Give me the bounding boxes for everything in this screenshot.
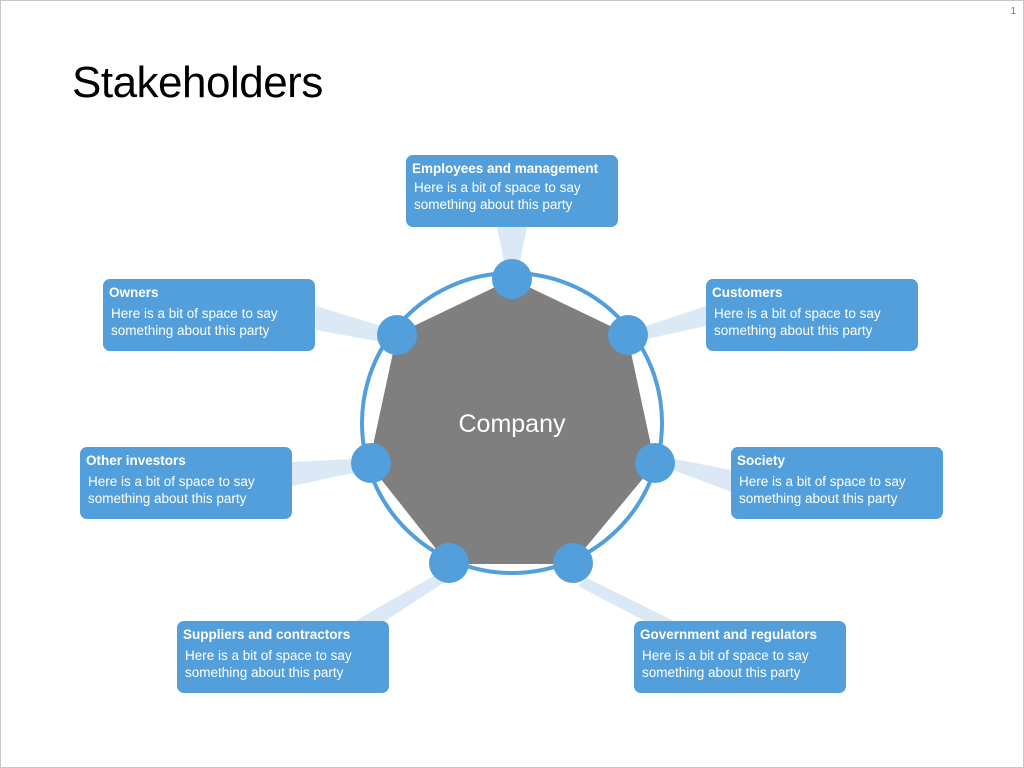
card-description: Here is a bit of space to say something …	[88, 474, 255, 506]
card-title: Employees and management	[412, 161, 599, 176]
stakeholder-card-customers: Customers Here is a bit of space to say …	[706, 279, 918, 351]
node-society	[635, 443, 675, 483]
stakeholder-card-government: Government and regulators Here is a bit …	[634, 621, 846, 693]
node-employees	[492, 259, 532, 299]
card-title: Suppliers and contractors	[183, 627, 351, 642]
connector-customers	[640, 306, 706, 340]
node-government	[553, 543, 593, 583]
stakeholder-card-owners: Owners Here is a bit of space to say som…	[103, 279, 315, 351]
node-other-investors	[351, 443, 391, 483]
stakeholder-card-other-investors: Other investors Here is a bit of space t…	[80, 447, 292, 519]
hub-label: Company	[459, 410, 566, 438]
stakeholder-card-society: Society Here is a bit of space to say so…	[731, 447, 943, 519]
card-description: Here is a bit of space to say something …	[739, 474, 906, 506]
connector-owners	[316, 306, 394, 344]
stakeholder-card-employees: Employees and management Here is a bit o…	[406, 155, 618, 227]
card-title: Owners	[109, 285, 159, 300]
node-owners	[377, 315, 417, 355]
card-title: Customers	[712, 285, 783, 300]
page-number: 1	[1010, 6, 1016, 17]
connector-government	[578, 578, 674, 621]
card-title: Government and regulators	[640, 627, 818, 642]
stakeholder-card-suppliers: Suppliers and contractors Here is a bit …	[177, 621, 389, 693]
card-description: Here is a bit of space to say something …	[642, 648, 809, 680]
node-customers	[608, 315, 648, 355]
card-description: Here is a bit of space to say something …	[414, 180, 581, 212]
card-title: Other investors	[86, 453, 186, 468]
card-description: Here is a bit of space to say something …	[714, 306, 881, 338]
connector-suppliers	[355, 570, 454, 621]
page-title: Stakeholders	[72, 58, 323, 107]
company-hub	[369, 279, 655, 564]
card-description: Here is a bit of space to say something …	[111, 306, 278, 338]
node-suppliers	[429, 543, 469, 583]
card-title: Society	[737, 453, 786, 468]
card-description: Here is a bit of space to say something …	[185, 648, 352, 680]
connector-society	[668, 458, 731, 492]
